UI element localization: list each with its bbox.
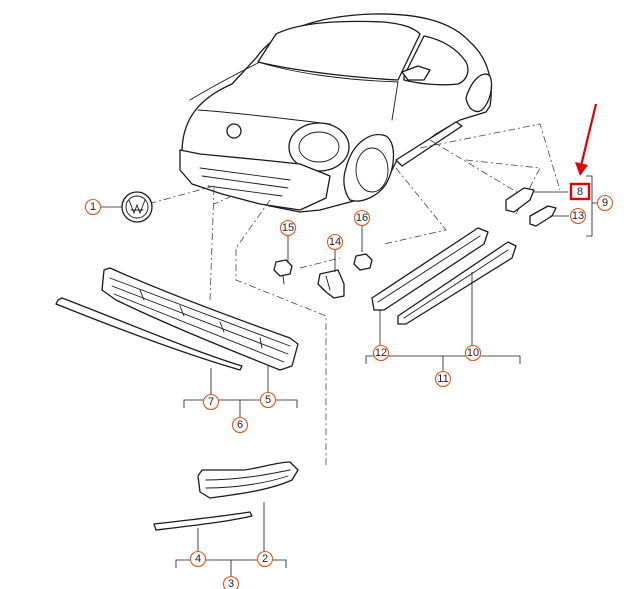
chrome-strip bbox=[153, 511, 253, 531]
clip-16 bbox=[353, 253, 373, 271]
callout-5[interactable]: 5 bbox=[259, 391, 277, 409]
svg-text:8: 8 bbox=[577, 186, 583, 198]
clip-15 bbox=[273, 259, 293, 285]
sill-moulding-10 bbox=[397, 241, 517, 325]
corner-trim bbox=[197, 461, 299, 499]
svg-text:6: 6 bbox=[237, 419, 243, 431]
svg-text:13: 13 bbox=[572, 210, 584, 222]
svg-text:16: 16 bbox=[356, 212, 368, 224]
leader-lines bbox=[100, 175, 598, 578]
svg-text:9: 9 bbox=[602, 197, 608, 209]
callout-8-highlighted[interactable]: 8 bbox=[569, 182, 591, 201]
callout-11[interactable]: 11 bbox=[434, 370, 452, 388]
car-illustration bbox=[179, 13, 493, 213]
sill-moulding-12 bbox=[371, 227, 489, 311]
end-cap bbox=[505, 187, 535, 213]
grille-trim-strip bbox=[55, 297, 243, 371]
callout-2[interactable]: 2 bbox=[256, 550, 274, 568]
svg-text:10: 10 bbox=[467, 347, 479, 359]
svg-text:2: 2 bbox=[262, 553, 268, 565]
callout-14[interactable]: 14 bbox=[326, 233, 344, 251]
callout-4[interactable]: 4 bbox=[189, 550, 207, 568]
vw-emblem bbox=[121, 191, 153, 223]
highlight-arrow bbox=[575, 103, 598, 176]
callout-12[interactable]: 12 bbox=[372, 344, 390, 362]
callout-13[interactable]: 13 bbox=[569, 207, 587, 225]
callout-10[interactable]: 10 bbox=[464, 344, 482, 362]
callout-1[interactable]: 1 bbox=[84, 198, 102, 216]
svg-text:12: 12 bbox=[375, 347, 387, 359]
svg-text:5: 5 bbox=[265, 394, 271, 406]
svg-text:1: 1 bbox=[90, 201, 96, 213]
callout-9[interactable]: 9 bbox=[596, 194, 614, 212]
svg-text:14: 14 bbox=[329, 236, 341, 248]
svg-text:3: 3 bbox=[228, 578, 234, 589]
callout-15[interactable]: 15 bbox=[279, 219, 297, 237]
svg-text:7: 7 bbox=[208, 396, 214, 408]
callout-16[interactable]: 16 bbox=[353, 209, 371, 227]
svg-text:4: 4 bbox=[195, 553, 201, 565]
callout-7[interactable]: 7 bbox=[202, 393, 220, 411]
svg-text:15: 15 bbox=[282, 222, 294, 234]
svg-text:11: 11 bbox=[437, 373, 448, 385]
lower-grille bbox=[101, 267, 299, 371]
callout-3[interactable]: 3 bbox=[222, 575, 240, 589]
callout-6[interactable]: 6 bbox=[231, 416, 249, 434]
bracket-14 bbox=[317, 269, 345, 299]
